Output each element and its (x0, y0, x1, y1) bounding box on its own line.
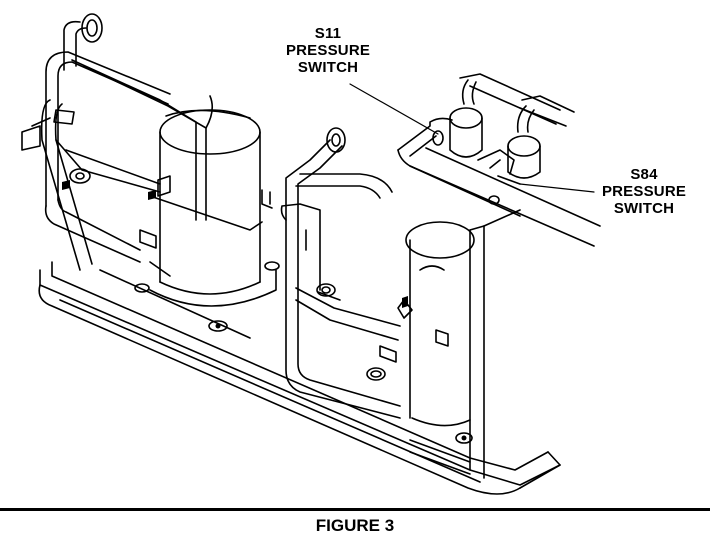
s84-pressure-switch-label: S84 PRESSURE SWITCH (582, 166, 706, 217)
left-tubing (21, 20, 263, 271)
s84-code: S84 (630, 166, 658, 183)
s11-pressure-switch (449, 107, 483, 129)
figure-caption: FIGURE 3 (315, 516, 395, 535)
left-compressor (139, 109, 277, 307)
s84-line3: SWITCH (613, 200, 675, 217)
s11-pressure-switch-label: S11 PRESSURE SWITCH (268, 25, 388, 76)
side-panel (469, 209, 521, 479)
right-compressor (379, 221, 475, 427)
s11-code: S11 (314, 25, 342, 42)
s11-line3: SWITCH (297, 59, 359, 76)
caption-divider (0, 508, 710, 511)
upper-right-piping (397, 73, 601, 247)
s84-line2: PRESSURE (601, 183, 687, 200)
s84-leader-line (519, 183, 595, 193)
middle-fitting (326, 127, 346, 153)
s11-line2: PRESSURE (285, 42, 371, 59)
left-fitting (81, 13, 103, 43)
base-frame (38, 261, 561, 495)
s84-pressure-switch (507, 135, 541, 157)
s11-leader-line (349, 83, 439, 135)
